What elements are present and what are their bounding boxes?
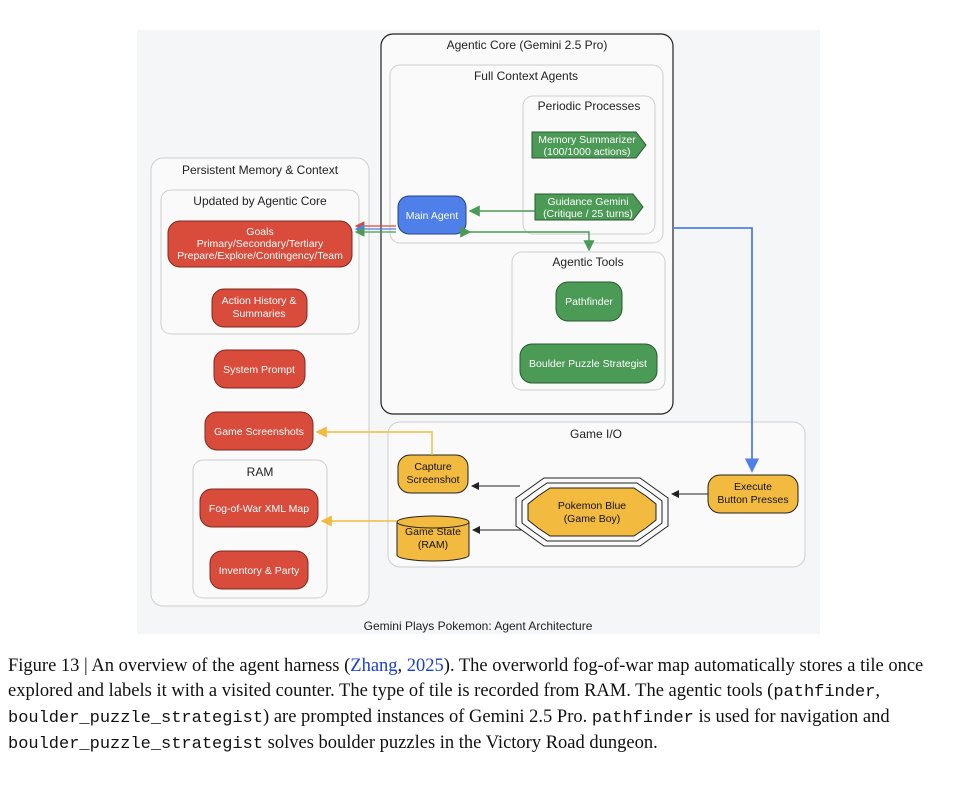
goals-line-3: Prepare/Explore/Contingency/Team (177, 250, 343, 262)
caption-code-boulder: boulder_puzzle_strategist (8, 709, 264, 728)
capture-line-1: Capture (414, 461, 452, 473)
pokemon-line-1: Pokemon Blue (558, 500, 626, 512)
memory-summarizer-line-2: (100/1000 actions) (544, 146, 631, 158)
diagram-title: Gemini Plays Pokemon: Agent Architecture (364, 619, 593, 633)
persistent-memory-label: Persistent Memory & Context (182, 163, 339, 177)
pathfinder-text: Pathfinder (565, 296, 613, 308)
inventory-text: Inventory & Party (219, 565, 300, 577)
game-screenshots-node (204, 411, 314, 451)
goals-node (167, 220, 353, 268)
agent-architecture-diagram: Persistent Memory & Context Updated by A… (150, 33, 806, 633)
fog-map-text: Fog-of-War XML Map (209, 503, 309, 515)
caption-text-1: ). The overworld fog-of-war map automati… (8, 656, 924, 701)
updated-by-core-label: Updated by Agentic Core (193, 194, 327, 208)
capture-screenshot-node (397, 454, 469, 494)
caption-cite-sep: , (397, 656, 407, 676)
figure-caption: Figure 13 | An overview of the agent har… (8, 654, 952, 757)
memory-summarizer-node (531, 131, 647, 159)
caption-prefix: Figure 13 | An overview of the agent har… (8, 656, 351, 676)
memory-summarizer-line-1: Memory Summarizer (538, 134, 636, 146)
game-state-node (396, 515, 470, 562)
caption-code-pathfinder: pathfinder (773, 683, 876, 702)
caption-text-2: ) are prompted instances of Gemini 2.5 P… (263, 707, 592, 727)
execute-line-1: Execute (734, 481, 772, 493)
ram-label: RAM (247, 465, 274, 479)
citation-author-link[interactable]: Zhang (350, 656, 398, 676)
inventory-node (209, 550, 309, 590)
edge-main-to-tools (460, 226, 595, 252)
edge-capture-to-screenshots (315, 426, 433, 455)
action-history-node (211, 288, 308, 328)
pokemon-line-2: (Game Boy) (564, 513, 621, 525)
caption-text-4: solves boulder puzzles in the Victory Ro… (263, 733, 658, 753)
citation-year-link[interactable]: 2025 (406, 656, 444, 676)
game-io-label: Game I/O (570, 427, 622, 441)
agentic-tools-label: Agentic Tools (552, 255, 623, 269)
system-prompt-text: System Prompt (223, 364, 295, 376)
main-agent-text: Main Agent (406, 210, 459, 222)
pathfinder-node (555, 281, 623, 322)
system-prompt-node (213, 349, 306, 389)
action-history-line-1: Action History & (222, 295, 297, 307)
goals-line-1: Goals (246, 226, 273, 238)
game-state-line-2: (RAM) (418, 539, 448, 551)
periodic-label: Periodic Processes (538, 99, 641, 113)
pokemon-blue-node (515, 477, 669, 547)
guidance-gemini-node (534, 193, 644, 221)
guidance-gemini-line-1: Guidance Gemini (547, 196, 628, 208)
fog-map-node (199, 488, 319, 528)
edge-core-to-execute (673, 227, 760, 473)
boulder-strategist-node (519, 343, 658, 384)
caption-code-pathfinder-2: pathfinder (591, 709, 694, 728)
goals-line-2: Primary/Secondary/Tertiary (197, 238, 324, 250)
agentic-core-label: Agentic Core (Gemini 2.5 Pro) (447, 38, 608, 52)
main-agent-node (397, 195, 467, 235)
guidance-gemini-line-2: (Critique / 25 turns) (543, 208, 633, 220)
action-history-line-2: Summaries (232, 308, 285, 320)
full-context-label: Full Context Agents (474, 69, 578, 83)
boulder-strategist-text: Boulder Puzzle Strategist (529, 358, 647, 370)
caption-code-boulder-2: boulder_puzzle_strategist (8, 735, 264, 754)
game-screenshots-text: Game Screenshots (214, 426, 304, 438)
capture-line-2: Screenshot (406, 474, 459, 486)
game-state-line-1: Game State (405, 526, 461, 538)
caption-sep: , (875, 681, 880, 701)
caption-text-3: is used for navigation and (693, 707, 890, 727)
execute-line-2: Button Presses (717, 494, 788, 506)
